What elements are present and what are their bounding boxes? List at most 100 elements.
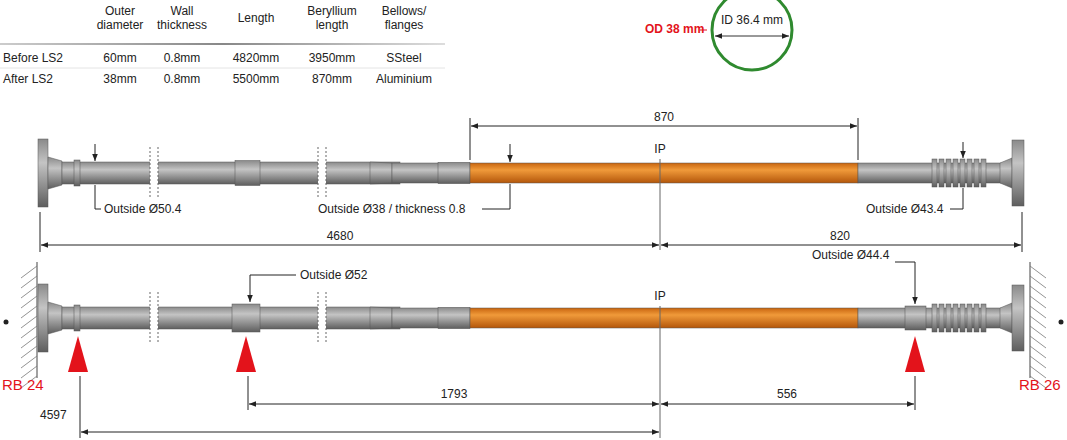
dimension-label: Outside Ø52 [300,268,367,282]
break-line [158,147,159,199]
pipe-segment [235,161,260,186]
beam-pipe [38,284,1024,352]
support-triangle [905,336,925,372]
beam-pipe [38,139,1024,207]
leader-line [482,209,510,210]
pipe-segment [974,159,979,187]
dimension-line [249,404,659,405]
support-triangle [236,336,256,372]
pipe-segment [932,159,937,187]
pipe-taper [1000,303,1012,333]
dimension-label: Outside Ø38 / thickness 0.8 [318,202,465,216]
pipe-segment [953,159,958,187]
pipe-segment [905,306,926,330]
break-line [150,292,151,344]
pipe-segment [967,159,972,187]
table-header: Bellows/ flanges [373,4,435,32]
break-line [158,292,159,344]
extension-line [248,376,249,410]
pipe-segment [62,307,400,329]
table-cell: Aluminium [376,72,432,86]
pipe-break [150,292,158,344]
table-header: Length [238,11,275,25]
dimension-line [41,245,659,246]
pipe-break [150,147,158,199]
dimension-line [661,404,914,405]
pipe-segment [74,305,80,331]
pipe-segment [967,304,972,332]
extension-line [80,376,81,438]
wall-hatch [1030,262,1046,388]
pipe-break [318,292,326,344]
circle-outline [710,0,794,72]
reference-label: RB 24 [2,378,44,392]
pipe-segment [932,304,937,332]
axis-line [660,306,661,438]
support-triangle [68,336,88,372]
table-cell: 4820mm [233,51,280,65]
dimension-label: 820 [830,229,850,243]
table-cell: 0.8mm [164,51,201,65]
pipe-taper [48,302,62,334]
table-cell: 60mm [103,51,136,65]
table-cell: 5500mm [233,72,280,86]
reference-label: RB 26 [1019,378,1061,392]
pipe-segment [74,160,80,186]
table-rule [0,68,445,69]
dimension-label: Outside Ø44.4 [812,248,889,262]
leader-arrow [963,142,964,158]
break-line [318,147,319,199]
extension-line [858,118,859,160]
table-header: Outer diameter [89,4,151,32]
ip-label: IP [654,289,665,303]
pipe-segment [392,308,470,328]
table-cell: 3950mm [309,51,356,65]
pipe-segment [470,308,858,328]
pipe-segment [974,304,979,332]
dimension-label: 1793 [441,387,468,401]
pipe-segment [981,159,986,187]
pipe-taper [370,307,392,329]
pipe-segment [232,304,260,332]
dimension-label: OD 38 mm [645,22,704,36]
pipe-segment [38,139,48,207]
dimension-line [661,245,1021,246]
table-cell: 0.8mm [164,72,201,86]
extension-line [1022,212,1023,252]
leader-line [250,275,251,302]
cross-section-circle: ID 36.4 mm [710,0,794,72]
pipe-segment [38,284,48,352]
pipe-segment [946,159,951,187]
dimension-line [471,126,857,127]
pipe-segment [1012,140,1024,206]
leader-line [510,184,511,209]
extension-line [470,118,471,160]
pipe-taper [1000,158,1012,188]
pipe-segment [953,304,958,332]
pipe-taper [48,157,62,189]
dimension-label: Outside Ø50.4 [104,202,181,216]
leader-arrow [510,144,511,162]
pipe-segment [939,304,944,332]
reference-dot [4,320,9,325]
dimension-label: 870 [654,110,674,124]
pipe-segment [438,308,470,329]
dimension-line [81,432,659,433]
dimension-label: 556 [777,387,797,401]
leader-line [950,209,963,210]
table-header: Wall thickness [151,4,213,32]
leader-line [915,262,916,304]
table-cell: Before LS2 [3,51,63,65]
ip-label: IP [654,142,665,156]
dimension-label: Outside Ø43.4 [866,202,943,216]
extension-line [915,376,916,410]
pipe-segment [62,162,400,184]
dimension-label: 4680 [327,229,354,243]
pipe-break [318,147,326,199]
break-line [318,292,319,344]
leader-line [95,185,96,209]
pipe-segment [960,159,965,187]
pipe-taper [370,162,392,184]
pipe-segment [981,304,986,332]
